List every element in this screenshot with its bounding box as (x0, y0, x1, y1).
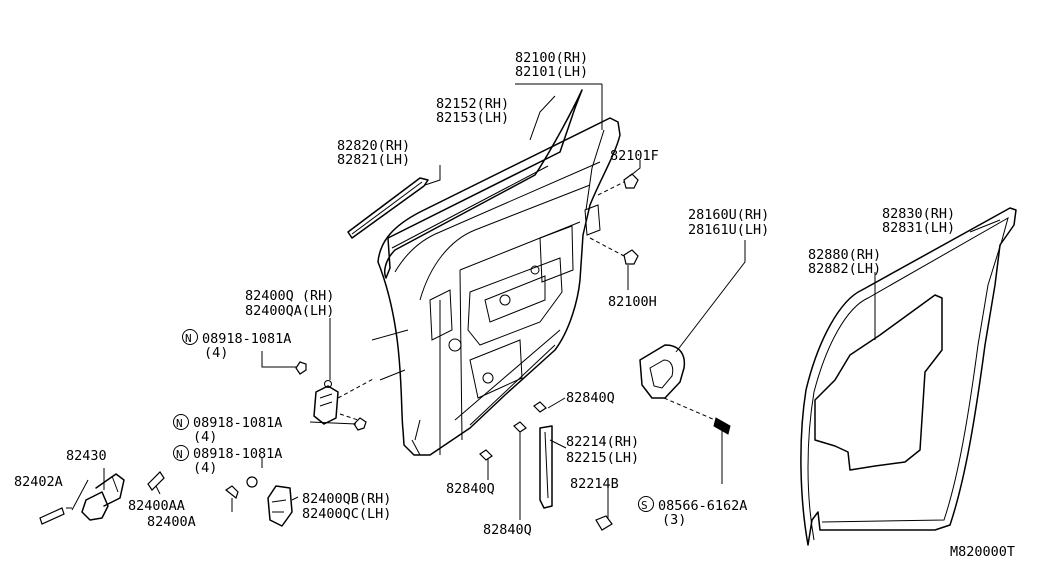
diagram-code: M820000T (950, 544, 1015, 560)
label-28161U: 28161U(LH) (688, 222, 769, 238)
label-08918-1: 08918-1081A (202, 331, 291, 347)
screw-callout: S 08566-6162A (3) (638, 496, 747, 528)
leader-lines (71, 83, 1001, 520)
bolt-callout-3: N 08918-1081A (4) (173, 445, 282, 476)
label-82101F: 82101F (610, 148, 659, 164)
sealing-screen-82880 (814, 294, 943, 471)
symbol-s: S (641, 499, 648, 512)
weatherstrip-82830 (800, 207, 1017, 546)
label-82214: 82214(RH) (566, 434, 639, 450)
label-82400Q: 82400Q (RH) (245, 288, 334, 304)
weatherstrip-82820 (347, 177, 429, 239)
hinge-upper-82400Q (313, 377, 376, 425)
label-82882: 82882(LH) (808, 261, 881, 277)
label-82400QB: 82400QB(RH) (302, 491, 391, 507)
label-08918-1-qty: (4) (204, 345, 228, 361)
label-08918-2-qty: (4) (193, 429, 217, 445)
label-82840Q-c: 82840Q (483, 522, 532, 538)
label-82830: 82830(RH) (882, 206, 955, 222)
label-82402A: 82402A (14, 474, 63, 490)
label-82840Q-a: 82840Q (566, 390, 615, 406)
label-28160U: 28160U(RH) (688, 207, 769, 223)
label-82100: 82100(RH) (515, 50, 588, 66)
label-82840Q-b: 82840Q (446, 481, 495, 497)
label-82430: 82430 (66, 448, 107, 464)
bolt-callout-2: N 08918-1081A (4) (173, 414, 282, 445)
label-82400QC: 82400QC(LH) (302, 506, 391, 522)
hinge-82430 (39, 471, 165, 525)
label-82880: 82880(RH) (808, 247, 881, 263)
label-08566-qty: (3) (662, 512, 686, 528)
bolt-08918-b (353, 417, 367, 431)
label-82400QA: 82400QA(LH) (245, 303, 334, 319)
label-82831: 82831(LH) (882, 220, 955, 236)
door-glass-82152 (383, 89, 583, 279)
label-82400A: 82400A (147, 514, 196, 530)
label-82215: 82215(LH) (566, 450, 639, 466)
label-08918-2: 08918-1081A (193, 415, 282, 431)
label-08918-3-qty: (4) (193, 460, 217, 476)
clip-82840Q-a (533, 401, 547, 413)
clip-82101F (597, 173, 639, 196)
label-82153: 82153(LH) (436, 110, 509, 126)
label-08918-3: 08918-1081A (193, 446, 282, 462)
clip-82840Q-b (479, 449, 493, 461)
speaker-bracket-28160U (639, 344, 716, 421)
label-82100H: 82100H (608, 294, 657, 310)
part-labels: 82100(RH) 82101(LH) 82152(RH) 82153(LH) … (14, 50, 1015, 560)
symbol-n-1: N (185, 332, 192, 345)
grommet-82100H (589, 237, 639, 265)
symbol-n-3: N (176, 448, 183, 461)
label-82400AA: 82400AA (128, 498, 185, 514)
bolt-callout-1: N 08918-1081A (4) (182, 329, 291, 361)
label-08566: 08566-6162A (658, 498, 747, 514)
label-82820: 82820(RH) (337, 138, 410, 154)
bolt-08918-a (295, 361, 307, 375)
symbol-n-2: N (176, 417, 183, 430)
label-82101: 82101(LH) (515, 64, 588, 80)
label-82152: 82152(RH) (436, 96, 509, 112)
clip-82840Q-c (513, 421, 527, 433)
label-82214B: 82214B (570, 476, 619, 492)
label-82821: 82821(LH) (337, 152, 410, 168)
hinge-lower-82400QB (224, 476, 293, 527)
screw-08566 (713, 417, 731, 435)
door-panel-82100 (371, 117, 621, 456)
regulator-rail-82214 (539, 425, 613, 531)
